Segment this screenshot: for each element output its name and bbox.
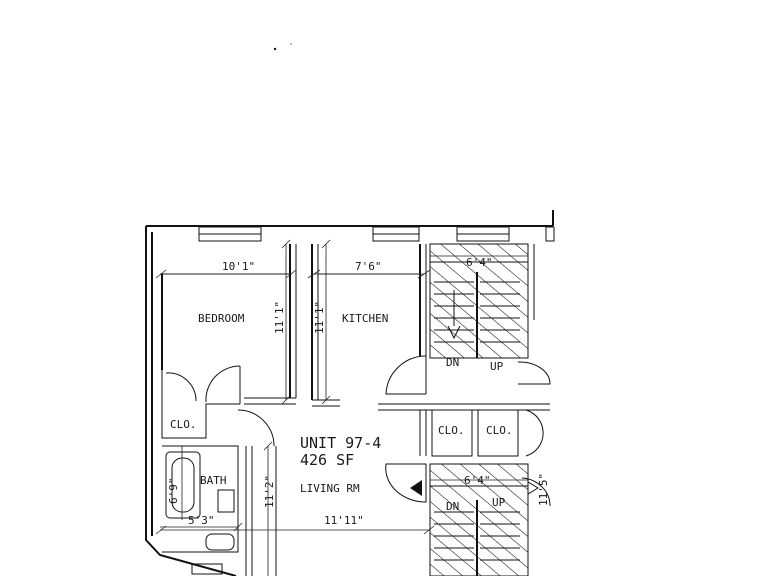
- stair-up-label-lower: UP: [492, 496, 506, 509]
- bath-depth-label: 6'9": [167, 478, 180, 505]
- living-width-label: 11'11": [324, 514, 364, 527]
- right-edge-label: 11'5": [537, 473, 550, 506]
- living-walls: [245, 446, 277, 576]
- speck: [290, 43, 292, 45]
- kitchen-depth-label: 11'1": [313, 301, 326, 334]
- bath-width-label: 5'3": [188, 514, 215, 527]
- exterior-walls: [145, 210, 555, 576]
- stair-down-label-lower: DN: [446, 500, 459, 513]
- unit-name: UNIT 97-4: [300, 434, 381, 452]
- bath-walls: [162, 409, 275, 575]
- room-label-closet-hall-2: CLO.: [486, 424, 513, 437]
- bedroom-walls: [161, 244, 297, 439]
- speck: [273, 47, 277, 51]
- stair-lower: [429, 463, 529, 576]
- stair-down-label: DN: [446, 356, 459, 369]
- closet-walls: [378, 355, 551, 507]
- room-label-living: LIVING RM: [300, 482, 360, 495]
- stair-up-label: UP: [490, 360, 504, 373]
- entry-arrow-icon: [527, 481, 539, 495]
- room-label-kitchen: KITCHEN: [342, 312, 388, 325]
- unit-area: 426 SF: [300, 451, 354, 469]
- room-label-closet-bedroom: CLO.: [170, 418, 197, 431]
- room-label-closet-hall-1: CLO.: [438, 424, 465, 437]
- entry-arrow-icon: [410, 480, 422, 496]
- stair-lower-width-label: 6'4": [464, 474, 491, 487]
- bedroom-depth-label: 11'1": [273, 301, 286, 334]
- stair-upper-width-label: 6'4": [466, 256, 493, 269]
- kitchen-width-label: 7'6": [355, 260, 382, 273]
- room-label-bath: BATH: [200, 474, 227, 487]
- stair-upper: [429, 243, 535, 359]
- dimension-lines: [155, 239, 528, 576]
- bedroom-width-label: 10'1": [222, 260, 255, 273]
- room-label-bedroom: BEDROOM: [198, 312, 245, 325]
- living-depth-label: 11'2": [263, 475, 276, 508]
